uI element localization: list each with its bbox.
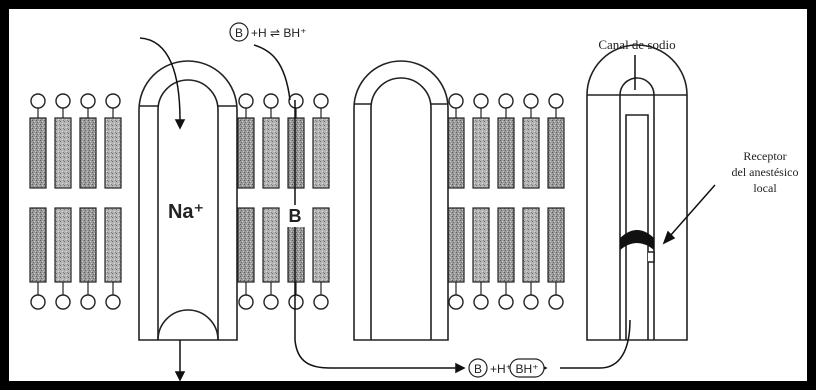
lipid-head bbox=[106, 295, 120, 309]
lipid-head bbox=[106, 94, 120, 108]
lipid-head bbox=[264, 295, 278, 309]
sodium-channel-receptor bbox=[587, 45, 687, 340]
lipid-tail bbox=[55, 208, 71, 282]
lipid-head bbox=[549, 94, 563, 108]
receptor-label-line3: local bbox=[753, 181, 777, 195]
lipid-tail bbox=[30, 118, 46, 188]
receptor-label-line2: del anestésico bbox=[732, 165, 799, 179]
lipid-tail bbox=[238, 118, 254, 188]
lipid-tail bbox=[548, 208, 564, 282]
lipid-head bbox=[289, 94, 303, 108]
lipid-head bbox=[289, 295, 303, 309]
lipid-tail bbox=[105, 118, 121, 188]
lipid-head bbox=[524, 295, 538, 309]
lipid-tail bbox=[448, 118, 464, 188]
lipid-head bbox=[524, 94, 538, 108]
base-label: B bbox=[289, 206, 302, 226]
lipid-head bbox=[549, 295, 563, 309]
lipid-tail bbox=[523, 208, 539, 282]
lipid-head bbox=[474, 295, 488, 309]
lipid-tail bbox=[473, 118, 489, 188]
lipid-head bbox=[314, 295, 328, 309]
lipid-tail bbox=[238, 208, 254, 282]
lipid-tail bbox=[263, 118, 279, 188]
lipid-head bbox=[499, 295, 513, 309]
lipid-tail bbox=[30, 208, 46, 282]
bh-symbol: BH⁺ bbox=[515, 362, 538, 376]
lipid-tail bbox=[498, 118, 514, 188]
lipid-head bbox=[449, 295, 463, 309]
sodium-channel-closed bbox=[354, 61, 448, 340]
channel-label: Canal de sodio bbox=[598, 37, 675, 52]
lipid-head bbox=[239, 295, 253, 309]
lipid-tail bbox=[55, 118, 71, 188]
lipid-head bbox=[474, 94, 488, 108]
lipid-tail bbox=[288, 118, 304, 188]
lipid-tail bbox=[473, 208, 489, 282]
lipid-tail bbox=[548, 118, 564, 188]
lipid-head bbox=[56, 295, 70, 309]
sodium-ion-label: Na⁺ bbox=[168, 201, 204, 223]
lipid-head bbox=[56, 94, 70, 108]
top-equation-text: +H ⇌ BH⁺ bbox=[251, 26, 306, 40]
lipid-tail bbox=[448, 208, 464, 282]
lipid-tail bbox=[105, 208, 121, 282]
lipid-head bbox=[449, 94, 463, 108]
base-symbol-top: B bbox=[235, 26, 243, 40]
receptor-label-line1: Receptor bbox=[743, 149, 786, 163]
lipid-head bbox=[239, 94, 253, 108]
lipid-head bbox=[264, 94, 278, 108]
lipid-head bbox=[81, 295, 95, 309]
lipid-head bbox=[499, 94, 513, 108]
lipid-tail bbox=[523, 118, 539, 188]
lipid-tail bbox=[80, 208, 96, 282]
lipid-tail bbox=[80, 118, 96, 188]
base-symbol-bottom: B bbox=[474, 362, 482, 376]
lipid-head bbox=[314, 94, 328, 108]
lipid-head bbox=[81, 94, 95, 108]
lipid-tail bbox=[313, 208, 329, 282]
lipid-head bbox=[31, 94, 45, 108]
lipid-bilayer bbox=[30, 94, 564, 309]
lipid-tail bbox=[498, 208, 514, 282]
lipid-tail bbox=[313, 118, 329, 188]
lipid-tail bbox=[263, 208, 279, 282]
lipid-head bbox=[31, 295, 45, 309]
